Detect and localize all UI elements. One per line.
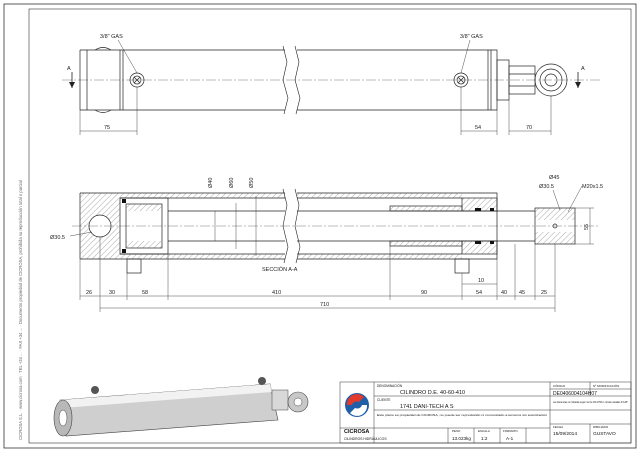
- dim-70: 70: [526, 125, 532, 131]
- dim-55: 55: [584, 224, 590, 230]
- section-label: SECCIÓN A-A: [262, 266, 298, 273]
- company-logo: [345, 393, 369, 417]
- seals: [122, 199, 494, 253]
- format-label: FORMATO: [503, 429, 518, 433]
- date-label: FECHA: [553, 425, 563, 429]
- section-leader-lines: [69, 185, 594, 245]
- port-label-left: 3/8" GAS: [100, 34, 123, 40]
- designation-label: DENOMINACIÓN: [377, 383, 403, 388]
- weight-label: PESO: [452, 429, 461, 433]
- dim-75: 75: [104, 125, 110, 131]
- client-value: 1741 DANI-TECH A S: [400, 404, 454, 410]
- dim-90: 90: [421, 290, 427, 296]
- side-legal-text: CICROSA S.L. · www.cicrosa.com · TEL +34…: [18, 180, 23, 440]
- dim-26: 26: [86, 290, 92, 296]
- section-dimension-lines: [79, 237, 556, 312]
- sheet-inner-border: [28, 8, 632, 444]
- weight-value: 13.023kg: [452, 436, 471, 441]
- modification-label: Nº MODIFICACIÓN: [593, 383, 619, 388]
- drawn-by-value: GUSTAVO: [593, 431, 616, 437]
- dim-45: 45: [519, 290, 525, 296]
- dim-d50: Ø50: [249, 178, 255, 188]
- designation-value: CILINDRO D.E. 40-60-410: [400, 390, 465, 396]
- client-label: CLIENTE: [377, 398, 390, 402]
- code-value: DE0406004104H07: [553, 391, 597, 397]
- section-hatching: [80, 193, 575, 259]
- dim-710: 710: [320, 302, 329, 308]
- dim-410: 410: [272, 290, 281, 296]
- drawn-label: DIBUJADO: [593, 425, 609, 429]
- company-subtitle: CILINDROS HIDRÁULICOS: [344, 437, 387, 441]
- section-marker-left: A: [67, 66, 71, 72]
- dim-d45: Ø45: [549, 175, 559, 181]
- sheet-border: [3, 3, 637, 449]
- port-label-right: 3/8" GAS: [460, 34, 483, 40]
- dim-25: 25: [541, 290, 547, 296]
- top-view: [62, 45, 600, 115]
- legal-text: Este plano es propiedad de CICROSA, no p…: [377, 413, 547, 417]
- isometric-view: [53, 377, 309, 437]
- dim-30: 30: [109, 290, 115, 296]
- code-label: CÓDIGO: [553, 383, 566, 388]
- title-block: [339, 381, 632, 444]
- dim-58: 58: [142, 290, 148, 296]
- dim-54-top: 54: [475, 125, 481, 131]
- date-value: 15/09/2014: [553, 431, 577, 437]
- section-view: [72, 188, 600, 274]
- top-dimension-lines: [79, 87, 552, 135]
- dim-bore-left: Ø30.5: [50, 235, 65, 241]
- section-marker-right: A: [581, 66, 585, 72]
- dim-40: 40: [501, 290, 507, 296]
- dim-bore-right: Ø30.5: [539, 184, 554, 190]
- scale-value: 1:2: [481, 436, 488, 441]
- format-value: A-1: [506, 436, 514, 441]
- top-view-arrows: [69, 82, 581, 88]
- dim-10: 10: [478, 278, 484, 284]
- company-name: CICROSA: [344, 429, 369, 435]
- dim-d40: Ø40: [208, 178, 214, 188]
- scale-label: ESCALA: [478, 429, 490, 433]
- dim-d60: Ø60: [229, 178, 235, 188]
- notes-text: Las tolerancias no indicadas según norma…: [553, 400, 628, 404]
- dim-thread: M20x1.5: [582, 184, 603, 190]
- dim-54: 54: [476, 290, 482, 296]
